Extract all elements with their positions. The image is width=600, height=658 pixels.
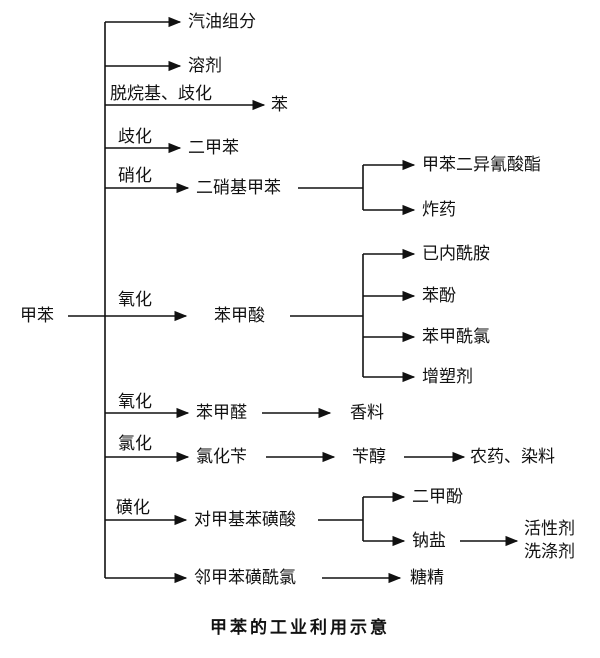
process-label: 歧化	[118, 127, 152, 147]
use-node: 增塑剂	[422, 367, 473, 387]
product-node: 苯甲酸	[214, 306, 265, 326]
process-label: 氧化	[118, 290, 152, 310]
use-node: 炸药	[422, 200, 456, 220]
product-node: 二甲苯	[188, 138, 239, 158]
use-node: 甲苯二异氰酸酯	[422, 155, 541, 175]
use-node: 苯甲酰氯	[422, 327, 490, 347]
product-node: 溶剂	[188, 56, 222, 76]
product-node: 苯甲醛	[196, 403, 247, 423]
product-node: 氯化苄	[196, 447, 247, 467]
use-node: 已内酰胺	[422, 244, 490, 264]
use-node: 苯酚	[422, 286, 456, 306]
use-node: 香料	[350, 403, 384, 423]
product-node: 邻甲苯磺酰氯	[194, 568, 296, 588]
use-node: 二甲酚	[412, 487, 463, 507]
use-node: 农药、染料	[470, 447, 555, 467]
sub-use-node: 活性剂	[524, 519, 575, 539]
product-node: 苯	[271, 95, 288, 115]
use-node: 糖精	[410, 568, 444, 588]
root-node: 甲苯	[20, 306, 54, 326]
product-node: 对甲基苯磺酸	[194, 510, 296, 530]
intermediate-node: 苄醇	[352, 447, 386, 467]
process-label: 脱烷基、歧化	[110, 84, 212, 104]
process-label: 氧化	[118, 392, 152, 412]
process-label: 硝化	[118, 166, 152, 186]
use-node: 钠盐	[412, 531, 446, 551]
process-label: 磺化	[116, 498, 150, 518]
figure-caption: 甲苯的工业利用示意	[210, 618, 390, 638]
sub-use-node: 洗涤剂	[524, 542, 575, 562]
process-label: 氯化	[118, 434, 152, 454]
product-node: 汽油组分	[188, 12, 256, 32]
product-node: 二硝基甲苯	[196, 178, 281, 198]
